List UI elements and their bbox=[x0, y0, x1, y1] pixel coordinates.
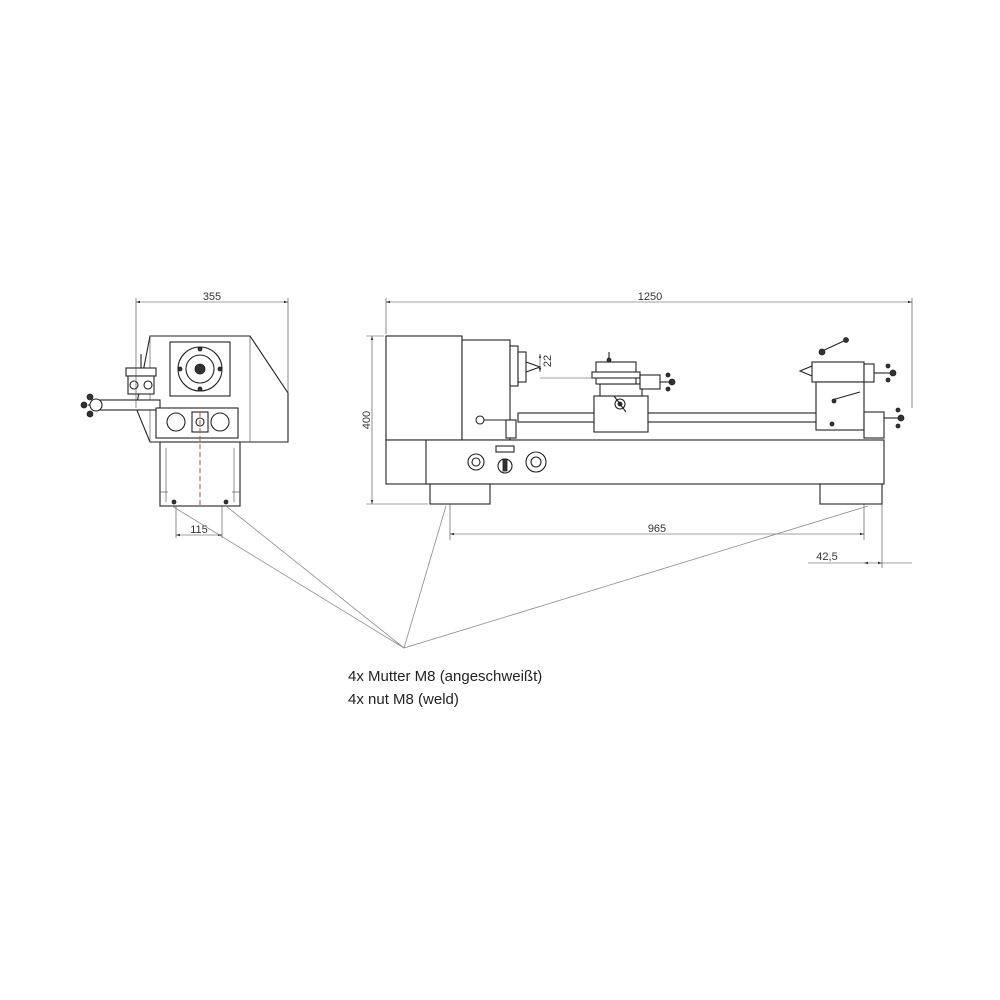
side-control-switch bbox=[467, 453, 485, 471]
side-gearbox bbox=[461, 339, 511, 441]
nut-note: 4x Mutter M8 (angeschweißt) 4x nut M8 (w… bbox=[348, 668, 542, 708]
note-line-de: 4x Mutter M8 (angeschweißt) bbox=[348, 668, 542, 685]
side-foot-left bbox=[429, 483, 491, 505]
side-tailstock-quill bbox=[811, 361, 865, 383]
dim-label-22: 22 bbox=[542, 355, 554, 367]
leader-lines bbox=[171, 505, 869, 649]
side-foot-right bbox=[819, 483, 883, 505]
dim-label-1250: 1250 bbox=[638, 291, 662, 303]
side-headstock bbox=[385, 335, 463, 441]
side-view: 1250 400 22 965 42,5 bbox=[361, 291, 913, 568]
front-view: 355 115 bbox=[80, 291, 289, 538]
side-machine-base bbox=[385, 439, 885, 485]
side-tailstock-body bbox=[815, 381, 865, 431]
side-chuck bbox=[517, 351, 527, 383]
front-cross-slide bbox=[99, 399, 161, 411]
front-toolpost-top bbox=[125, 367, 157, 377]
dim-label-355: 355 bbox=[203, 291, 221, 303]
dim-label-42-5: 42,5 bbox=[816, 551, 837, 563]
dim-label-965: 965 bbox=[648, 523, 666, 535]
side-lead-screw bbox=[517, 412, 819, 423]
dim-label-400: 400 bbox=[361, 411, 373, 429]
note-line-en: 4x nut M8 (weld) bbox=[348, 691, 459, 708]
dim-label-115: 115 bbox=[190, 524, 208, 536]
side-control-dial bbox=[525, 451, 547, 473]
